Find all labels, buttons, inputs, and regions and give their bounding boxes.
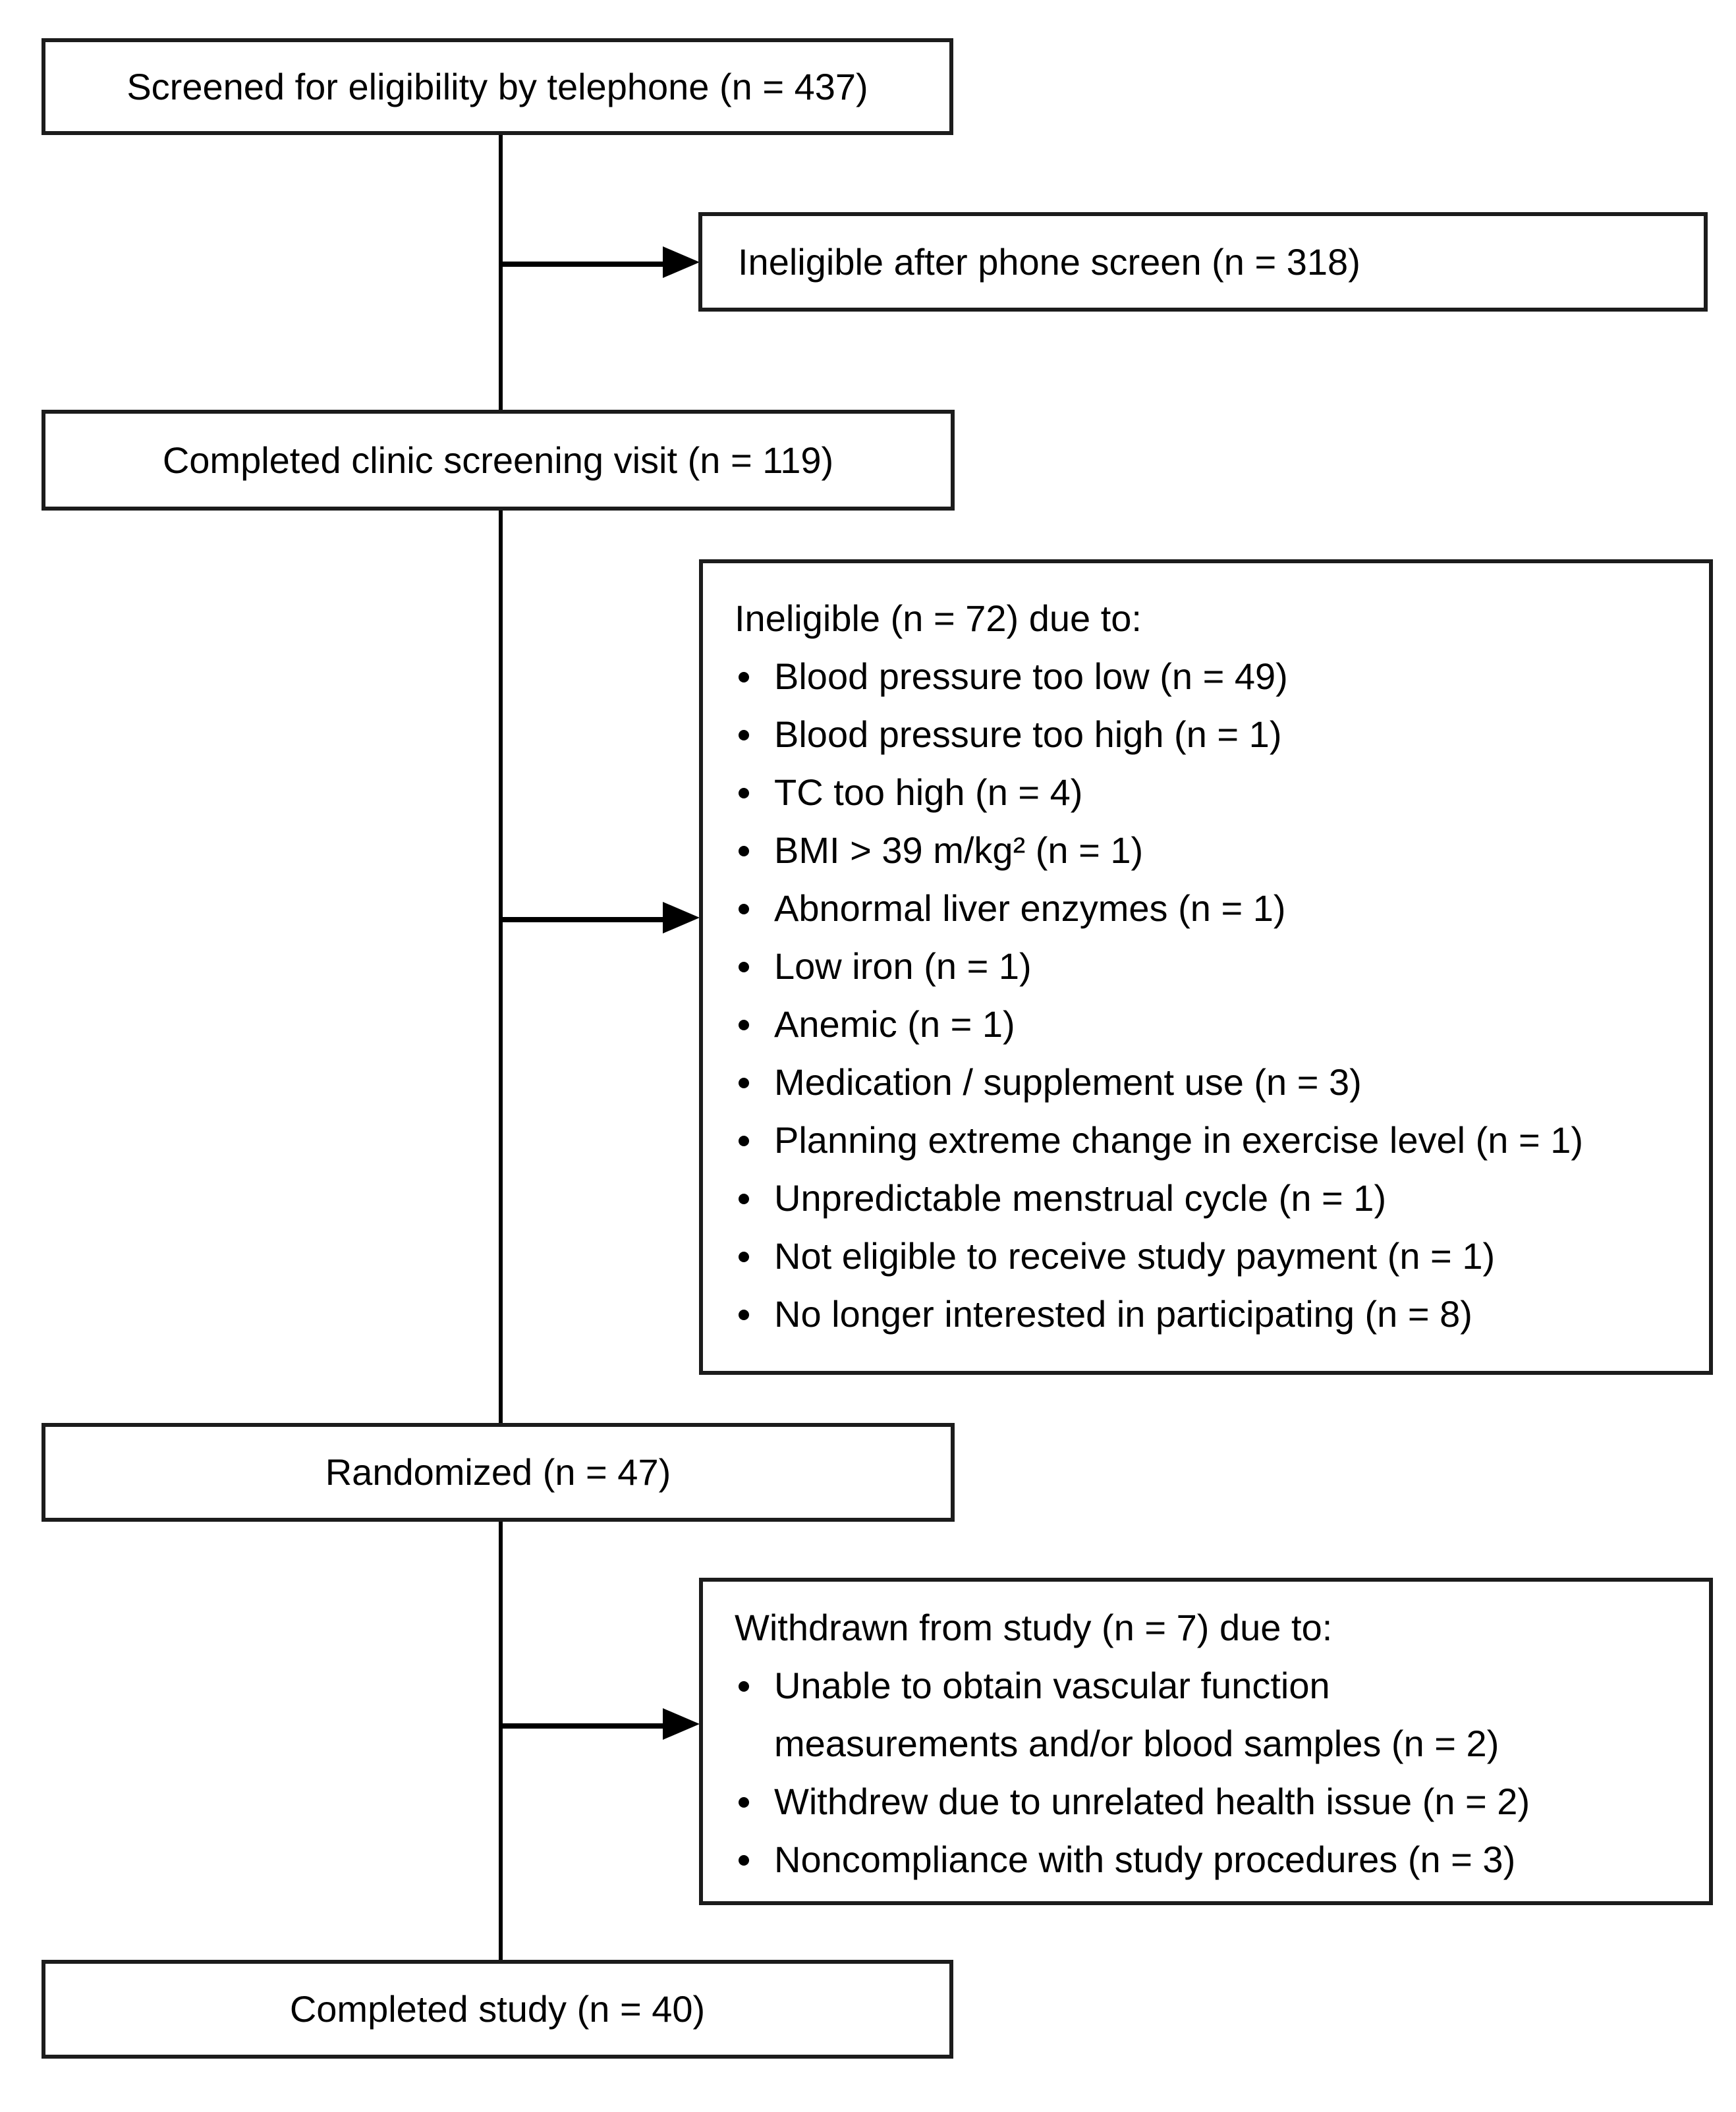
reason-item-label: Noncompliance with study procedures (n =…	[774, 1839, 1516, 1880]
box-withdrawn: Withdrawn from study (n = 7) due to: Una…	[699, 1578, 1713, 1905]
reason-item: Blood pressure too low (n = 49)	[703, 648, 1689, 706]
arrow-head-ineligible-clinic	[663, 902, 700, 933]
box-clinic-screening: Completed clinic screening visit (n = 11…	[42, 410, 955, 511]
box-completed-study-label: Completed study (n = 40)	[289, 1988, 706, 2030]
reason-item: TC too high (n = 4)	[703, 764, 1689, 821]
reason-item: BMI > 39 m/kg² (n = 1)	[703, 821, 1689, 879]
reason-item: Not eligible to receive study payment (n…	[703, 1227, 1689, 1285]
reason-item-label: Abnormal liver enzymes (n = 1)	[774, 887, 1286, 929]
ineligible-clinic-reason-list: Blood pressure too low (n = 49) Blood pr…	[703, 648, 1689, 1343]
reason-item-label: Unpredictable menstrual cycle (n = 1)	[774, 1177, 1387, 1219]
bullet-icon	[739, 1310, 749, 1320]
bullet-icon	[739, 1855, 749, 1866]
arrow-shaft-ineligible-phone	[501, 262, 665, 267]
box-ineligible-phone: Ineligible after phone screen (n = 318)	[698, 212, 1708, 312]
box-randomized: Randomized (n = 47)	[42, 1423, 955, 1522]
bullet-icon	[739, 846, 749, 856]
bullet-icon	[739, 672, 749, 682]
reason-item: No longer interested in participating (n…	[703, 1285, 1689, 1343]
bullet-icon	[739, 1194, 749, 1204]
reason-item-label: Anemic (n = 1)	[774, 1003, 1015, 1045]
main-flow-line	[499, 134, 503, 1961]
reason-item: Anemic (n = 1)	[703, 995, 1689, 1053]
arrow-head-withdrawn	[663, 1708, 700, 1740]
bullet-icon	[739, 962, 749, 972]
bullet-icon	[739, 1797, 749, 1808]
bullet-icon	[739, 788, 749, 798]
withdrawn-reason-list: Unable to obtain vascular function measu…	[703, 1657, 1689, 1889]
box-ineligible-phone-label: Ineligible after phone screen (n = 318)	[738, 240, 1360, 283]
ineligible-clinic-header: Ineligible (n = 72) due to:	[735, 597, 1142, 639]
box-screened-label: Screened for eligibility by telephone (n…	[126, 65, 868, 107]
reason-item: Medication / supplement use (n = 3)	[703, 1053, 1689, 1111]
bullet-icon	[739, 730, 749, 740]
bullet-icon	[739, 1136, 749, 1146]
reason-item-label: Medication / supplement use (n = 3)	[774, 1061, 1362, 1103]
reason-item: Withdrew due to unrelated health issue (…	[703, 1773, 1689, 1831]
reason-item-label: Low iron (n = 1)	[774, 945, 1032, 987]
reason-item: Planning extreme change in exercise leve…	[703, 1111, 1689, 1169]
reason-item: Abnormal liver enzymes (n = 1)	[703, 879, 1689, 937]
reason-item: Unable to obtain vascular function measu…	[703, 1657, 1689, 1773]
bullet-icon	[739, 1681, 749, 1692]
withdrawn-header: Withdrawn from study (n = 7) due to:	[735, 1607, 1333, 1648]
reason-item-label: Blood pressure too low (n = 49)	[774, 655, 1288, 697]
bullet-icon	[739, 1020, 749, 1030]
reason-item: Noncompliance with study procedures (n =…	[703, 1831, 1689, 1889]
reason-item-label: TC too high (n = 4)	[774, 771, 1083, 813]
arrow-shaft-withdrawn	[501, 1723, 665, 1729]
box-clinic-screening-label: Completed clinic screening visit (n = 11…	[162, 439, 834, 481]
bullet-icon	[739, 1252, 749, 1262]
box-completed-study: Completed study (n = 40)	[42, 1960, 953, 2059]
arrow-head-ineligible-phone	[663, 246, 700, 278]
reason-item-label: BMI > 39 m/kg² (n = 1)	[774, 829, 1144, 871]
reason-item: Low iron (n = 1)	[703, 937, 1689, 995]
reason-item-label: Blood pressure too high (n = 1)	[774, 713, 1282, 755]
reason-item: Unpredictable menstrual cycle (n = 1)	[703, 1169, 1689, 1227]
reason-item-label: Withdrew due to unrelated health issue (…	[774, 1781, 1530, 1822]
reason-item-label: Not eligible to receive study payment (n…	[774, 1235, 1496, 1277]
arrow-shaft-ineligible-clinic	[501, 917, 665, 922]
reason-item-label: Unable to obtain vascular function measu…	[774, 1665, 1499, 1764]
box-screened: Screened for eligibility by telephone (n…	[42, 38, 953, 135]
bullet-icon	[739, 1078, 749, 1088]
box-randomized-label: Randomized (n = 47)	[325, 1451, 671, 1493]
reason-item-label: No longer interested in participating (n…	[774, 1293, 1472, 1335]
box-ineligible-clinic: Ineligible (n = 72) due to: Blood pressu…	[699, 559, 1713, 1375]
reason-item: Blood pressure too high (n = 1)	[703, 706, 1689, 764]
reason-item-label: Planning extreme change in exercise leve…	[774, 1119, 1584, 1161]
bullet-icon	[739, 904, 749, 914]
